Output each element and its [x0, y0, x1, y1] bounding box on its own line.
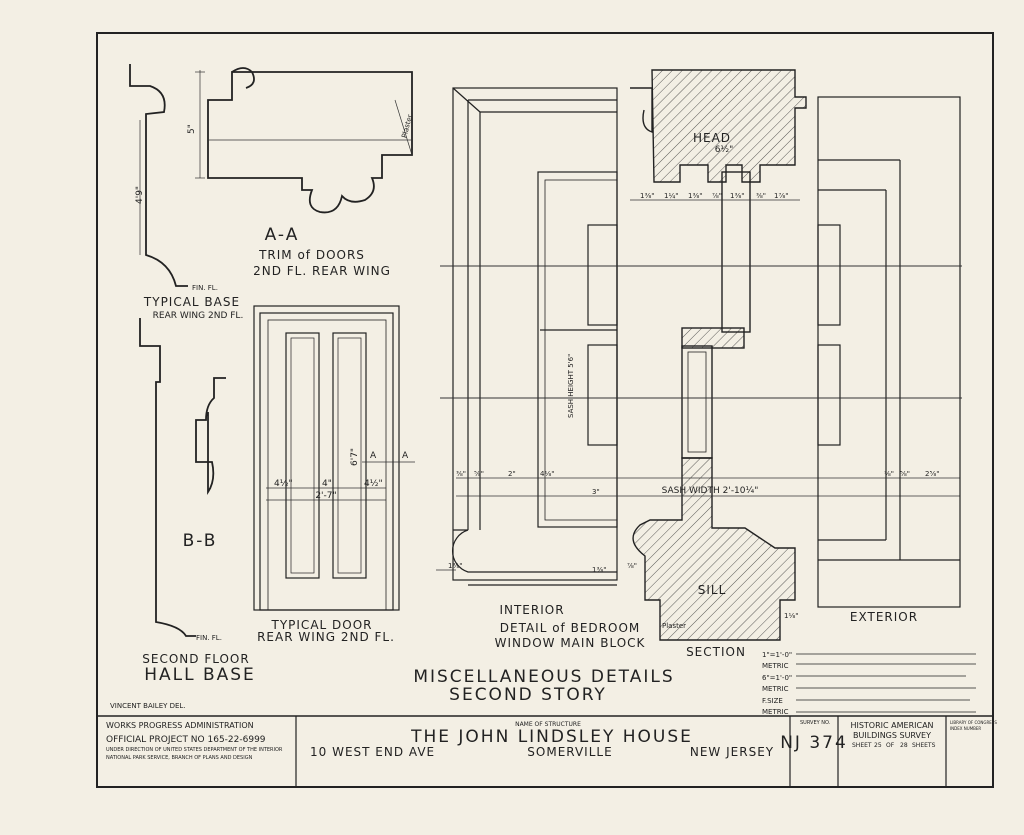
hall-base-label: SECOND FLOOR [142, 652, 249, 666]
door-dim-gap: 4" [322, 479, 332, 489]
typical-base-sublabel: REAR WING 2ND FL. [153, 311, 244, 321]
city: SOMERVILLE [527, 745, 612, 759]
project-label: OFFICIAL PROJECT NO 165-22-6999 [106, 735, 266, 745]
survey-number: NJ 374 [780, 733, 848, 753]
typical-base-profile [129, 64, 188, 287]
hall-base-profile [139, 318, 226, 637]
door-width-dim: 2'-7" [315, 491, 336, 501]
sash-height-label: SASH HEIGHT 5'6" [567, 354, 575, 418]
head-dim-1: 1⅜" [640, 192, 654, 200]
scale-label-6: METRIC [762, 708, 789, 716]
trim-doors-sublabel: 2ND FL. REAR WING [253, 264, 391, 278]
scale-label-1: 1"=1'-0" [762, 651, 792, 659]
nps-label: NATIONAL PARK SERVICE, BRANCH OF PLANS A… [106, 755, 253, 761]
door-dim-stile-right: 4½" [364, 479, 383, 489]
interior-label: INTERIOR [499, 603, 564, 617]
view-title-bb: B-B [183, 531, 218, 551]
sheet-of: OF [886, 742, 895, 749]
scale-label-2: METRIC [762, 662, 789, 670]
section-view [630, 69, 807, 641]
sill-dim-2: 1⅜" [592, 566, 606, 574]
dim-three-inch: 3" [592, 488, 600, 496]
library-label: LIBRARY OF CONGRESS [950, 720, 997, 725]
trim-doors-label: TRIM of DOORS [258, 248, 365, 262]
sill-dim-4: 1⅛" [784, 612, 798, 620]
plaster-label-sill: Plaster [662, 622, 686, 630]
head-dim-5: 1⅜" [730, 192, 744, 200]
scale-label-5: F.SIZE [762, 697, 783, 705]
detail-label: DETAIL of BEDROOM [500, 621, 641, 635]
structure-name: THE JOHN LINDSLEY HOUSE [410, 727, 693, 747]
head-dim-3: 1⅜" [688, 192, 702, 200]
head-dim-4: ⅞" [712, 192, 722, 200]
survey-label: SURVEY NO. [800, 720, 831, 726]
title-block [295, 716, 947, 787]
sheet-prefix: SHEET [852, 742, 872, 749]
sheet-subtitle: SECOND STORY [449, 685, 607, 705]
delineator: VINCENT BAILEY DEL. [110, 702, 186, 710]
exterior-label: EXTERIOR [850, 610, 918, 624]
trim-aa-profile [207, 67, 413, 214]
address: 10 WEST END AVE [310, 745, 435, 759]
typical-door-dims [266, 461, 415, 501]
section-marker-a1: A [370, 451, 377, 461]
int-dim-2: ⅝" [474, 470, 484, 478]
sill-dim-1: 1⅜" [448, 562, 462, 570]
ext-dim-2: ⅝" [900, 470, 910, 478]
typical-door-label: TYPICAL DOOR [271, 618, 373, 632]
scale-bars [796, 653, 976, 713]
sheet-total: 28 [900, 742, 908, 749]
sash-width-label: SASH WIDTH 2'-10¼" [662, 486, 759, 496]
door-height-dim: 6'7" [350, 448, 360, 466]
scale-label-4: METRIC [762, 685, 789, 693]
section-label: SECTION [686, 645, 746, 659]
view-title-aa: A-A [265, 225, 300, 245]
sill-dim-3: ⅞" [627, 562, 637, 570]
int-dim-3: 2" [508, 470, 516, 478]
habs-line1: HISTORIC AMERICAN [850, 721, 933, 730]
head-width-dim: 6½" [715, 145, 734, 155]
trim-aa-dimensions [195, 70, 413, 179]
head-section [651, 69, 807, 183]
sheet-suffix: SHEETS [912, 742, 936, 749]
exterior-elevation [817, 96, 961, 608]
section-marker-a2: A [402, 451, 409, 461]
trim-dim-5: 5" [187, 124, 197, 134]
section-dims [436, 199, 960, 571]
fin-fl-label-2: FIN. FL. [196, 634, 222, 642]
sheet-title: MISCELLANEOUS DETAILS [413, 667, 674, 687]
wpa-label: WORKS PROGRESS ADMINISTRATION [106, 721, 254, 730]
scale-label-3: 6"=1'-0" [762, 674, 792, 682]
typical-base-label: TYPICAL BASE [143, 295, 240, 309]
state: NEW JERSEY [690, 745, 774, 759]
ext-dim-1: ⅜" [884, 470, 894, 478]
meeting-rail [681, 327, 745, 349]
sill-section [632, 457, 796, 641]
sheet-number: 25 [874, 742, 882, 749]
head-label: HEAD [693, 131, 731, 145]
under-direction: UNDER DIRECTION OF UNITED STATES DEPARTM… [106, 747, 283, 753]
interior-elevation [452, 87, 618, 586]
sill-label: SILL [698, 583, 727, 597]
int-dim-4: 4⅛" [540, 470, 554, 478]
hall-base-sublabel: HALL BASE [144, 665, 256, 685]
typical-door-sublabel: REAR WING 2ND FL. [257, 630, 395, 644]
typical-door-elevation [253, 305, 400, 611]
projection-lines [440, 265, 962, 399]
head-dim-2: 1¼" [664, 192, 678, 200]
habs-line2: BUILDINGS SURVEY [853, 731, 931, 740]
head-dim-7: 1⅞" [774, 192, 788, 200]
index-label: INDEX NUMBER [950, 726, 981, 731]
head-dim-6: ⅜" [756, 192, 766, 200]
ext-dim-3: 2⅝" [925, 470, 939, 478]
sheet-border [96, 32, 994, 788]
fin-fl-label-1: FIN. FL. [192, 284, 218, 292]
detail-sublabel: WINDOW MAIN BLOCK [495, 636, 646, 650]
structure-name-label: NAME OF STRUCTURE [515, 721, 581, 728]
int-dim-1: ⅜" [456, 470, 466, 478]
base-height-dim: 4'9" [135, 186, 145, 204]
door-dim-stile-left: 4½" [274, 479, 293, 489]
